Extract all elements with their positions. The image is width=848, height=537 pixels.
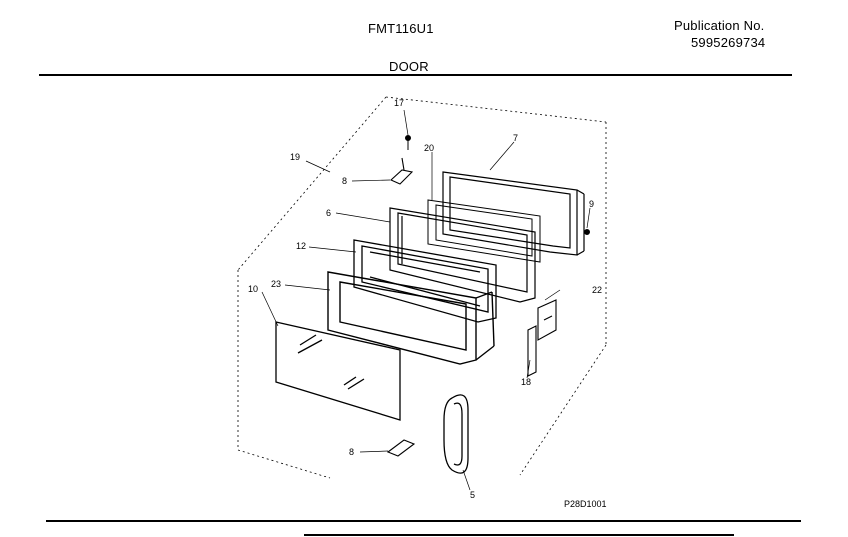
model-number: FMT116U1: [368, 21, 434, 36]
callout-7: 7: [513, 133, 518, 143]
dashed-boundary: [237, 96, 607, 479]
part-8-lower-latch: [386, 439, 416, 457]
section-title: DOOR: [389, 59, 429, 74]
footer-divider: [46, 520, 801, 522]
callout-22: 22: [592, 285, 602, 295]
part-18-hinge-plate: [527, 325, 537, 377]
part-22-hinge-bracket: [537, 299, 557, 341]
callout-6: 6: [326, 208, 331, 218]
part-6-inner-panel: [389, 207, 536, 303]
part-8-latch-hook: [390, 157, 414, 185]
part-17-screw: [405, 135, 411, 150]
part-7-door-frame: [442, 171, 585, 256]
callout-5: 5: [470, 490, 475, 500]
callout-10: 10: [248, 284, 258, 294]
callout-8-lower: 8: [349, 447, 354, 457]
part-23-outer-frame: [327, 271, 495, 365]
callout-8-upper: 8: [342, 176, 347, 186]
publication-number: 5995269734: [691, 35, 766, 50]
part-5-door-handle: [443, 394, 469, 474]
footer-divider-secondary: [304, 534, 734, 536]
callout-23: 23: [271, 279, 281, 289]
publication-label: Publication No.: [674, 18, 765, 33]
part-10-door-glass: [275, 321, 401, 421]
leader-lines: [261, 109, 591, 491]
part-9-screw: [584, 229, 590, 235]
callout-12: 12: [296, 241, 306, 251]
callout-19: 19: [290, 152, 300, 162]
figure-code: P28D1001: [564, 499, 607, 509]
callout-17: 17: [394, 98, 404, 108]
callout-18: 18: [521, 377, 531, 387]
callout-9: 9: [589, 199, 594, 209]
callout-20: 20: [424, 143, 434, 153]
part-12-inner-frame: [353, 239, 497, 323]
part-20-mesh-plate: [427, 199, 541, 263]
header-divider: [39, 74, 792, 76]
